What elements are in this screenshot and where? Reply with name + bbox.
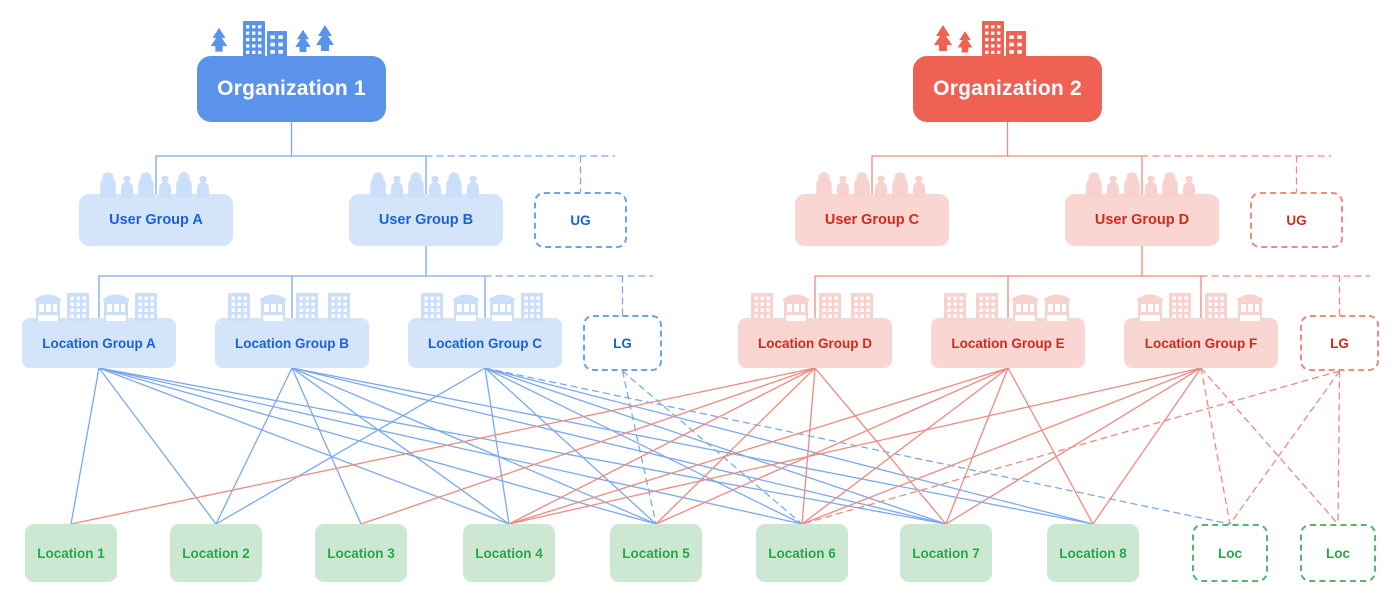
user-group-placeholder-2-label: UG [1286, 212, 1307, 228]
location-node-6[interactable]: Location 6 [756, 524, 848, 582]
mesh-edge-lgf-loc8 [1092, 367, 1202, 525]
location-placeholder-2-label: Loc [1325, 545, 1350, 561]
mesh-edge-lgb-loc7 [291, 367, 947, 525]
location-group-node-6[interactable]: Location Group F [1124, 318, 1278, 368]
mesh-edge-lgb-loc4 [291, 367, 510, 525]
mesh-edge-lgc-loc7 [484, 367, 947, 525]
mesh-edge-lg-ghost-1-loc6 [621, 370, 803, 525]
mesh-edge-lge-loc4 [508, 367, 1009, 525]
mesh-edge-lga-loc7 [98, 367, 947, 525]
user-group-node-2[interactable]: User Group B [349, 194, 503, 246]
location-node-3[interactable]: Location 3 [315, 524, 407, 582]
user-group-node-3-label: User Group C [824, 212, 920, 228]
location-node-4-label: Location 4 [475, 545, 543, 561]
location-placeholder-1-label: Loc [1217, 545, 1242, 561]
mesh-edge-lga-loc1 [70, 367, 100, 525]
location-placeholder-1[interactable]: Loc [1192, 524, 1268, 582]
mesh-edge-lga-loc2 [98, 367, 217, 525]
organization-node-2-label: Organization 2 [933, 77, 1082, 100]
mesh-edge-lga-loc5 [98, 367, 657, 525]
location-group-placeholder-1-label: LG [613, 335, 632, 351]
mesh-edge-lg-ghost-2-loc6 [801, 370, 1341, 525]
mesh-edge-lgd-loc5 [655, 367, 816, 525]
mesh-edge-lgb-loc5 [291, 367, 657, 525]
organization-node-1-label: Organization 1 [217, 77, 366, 100]
mesh-edge-lgb-loc2 [215, 367, 293, 525]
mesh-edge-lge-loc5 [655, 367, 1009, 525]
location-group-placeholder-1[interactable]: LG [583, 315, 662, 371]
location-node-8[interactable]: Location 8 [1047, 524, 1139, 582]
location-group-node-2[interactable]: Location Group B [215, 318, 369, 368]
location-node-2-label: Location 2 [182, 545, 250, 561]
user-group-placeholder-1[interactable]: UG [534, 192, 627, 248]
mesh-edge-lgf-loc-ghost-2 [1200, 367, 1339, 525]
user-group-node-1[interactable]: User Group A [79, 194, 233, 246]
mesh-edge-lgc-loc-ghost-1 [484, 367, 1231, 525]
mesh-edge-lgd-loc1 [70, 367, 816, 525]
mesh-edge-lgc-loc8 [484, 367, 1094, 525]
mesh-edge-lgb-loc3 [291, 367, 362, 525]
organization-node-1[interactable]: Organization 1 [197, 56, 386, 122]
location-group-node-3-label: Location Group C [428, 335, 542, 351]
location-node-8-label: Location 8 [1059, 545, 1127, 561]
location-group-node-1-label: Location Group A [42, 335, 156, 351]
location-node-5[interactable]: Location 5 [610, 524, 702, 582]
mesh-edge-lgd-loc6 [801, 367, 816, 525]
user-group-node-1-label: User Group A [109, 212, 203, 228]
user-group-node-4-label: User Group D [1094, 212, 1190, 228]
location-node-7-label: Location 7 [912, 545, 980, 561]
mesh-edge-lga-loc6 [98, 367, 803, 525]
location-node-7[interactable]: Location 7 [900, 524, 992, 582]
user-group-node-2-label: User Group B [378, 212, 474, 228]
location-group-node-3[interactable]: Location Group C [408, 318, 562, 368]
location-node-1[interactable]: Location 1 [25, 524, 117, 582]
mesh-edge-lgc-loc4 [484, 367, 510, 525]
mesh-edge-lge-loc8 [1007, 367, 1094, 525]
location-placeholder-2[interactable]: Loc [1300, 524, 1376, 582]
mesh-edge-lgd-loc7 [814, 367, 947, 525]
mesh-edge-lgf-loc7 [945, 367, 1202, 525]
mesh-edge-lgc-loc6 [484, 367, 803, 525]
location-group-node-5[interactable]: Location Group E [931, 318, 1085, 368]
location-group-node-2-label: Location Group B [235, 335, 349, 351]
mesh-edge-lgc-loc5 [484, 367, 657, 525]
user-group-node-4[interactable]: User Group D [1065, 194, 1219, 246]
location-node-5-label: Location 5 [622, 545, 690, 561]
location-group-node-5-label: Location Group E [951, 335, 1065, 351]
mesh-edge-lgf-loc-ghost-1 [1200, 367, 1231, 525]
mesh-edge-lgd-loc4 [508, 367, 816, 525]
location-group-node-4-label: Location Group D [758, 335, 872, 351]
location-node-3-label: Location 3 [327, 545, 395, 561]
mesh-edge-lge-loc6 [801, 367, 1009, 525]
location-node-2[interactable]: Location 2 [170, 524, 262, 582]
user-group-node-3[interactable]: User Group C [795, 194, 949, 246]
mesh-edge-lgd-loc3 [360, 367, 816, 525]
location-group-node-1[interactable]: Location Group A [22, 318, 176, 368]
mesh-edge-lg-ghost-2-loc-ghost-2 [1337, 370, 1341, 525]
mesh-edge-lgc-loc2 [215, 367, 486, 525]
location-node-6-label: Location 6 [768, 545, 836, 561]
location-node-1-label: Location 1 [37, 545, 105, 561]
mesh-edge-lgf-loc6 [801, 367, 1202, 525]
mesh-edge-lg-ghost-2-loc-ghost-1 [1229, 370, 1341, 525]
location-group-node-4[interactable]: Location Group D [738, 318, 892, 368]
mesh-edge-lga-loc4 [98, 367, 510, 525]
location-group-node-6-label: Location Group F [1144, 335, 1258, 351]
location-group-placeholder-2-label: LG [1330, 335, 1349, 351]
user-group-placeholder-1-label: UG [570, 212, 591, 228]
location-group-placeholder-2[interactable]: LG [1300, 315, 1379, 371]
organization-node-2[interactable]: Organization 2 [913, 56, 1102, 122]
user-group-placeholder-2[interactable]: UG [1250, 192, 1343, 248]
mesh-edge-lgf-loc4 [508, 367, 1202, 525]
mesh-edge-lg-ghost-1-loc5 [621, 370, 657, 525]
mesh-edge-lge-loc7 [945, 367, 1009, 525]
location-node-4[interactable]: Location 4 [463, 524, 555, 582]
mesh-edge-lgb-loc8 [291, 367, 1094, 525]
